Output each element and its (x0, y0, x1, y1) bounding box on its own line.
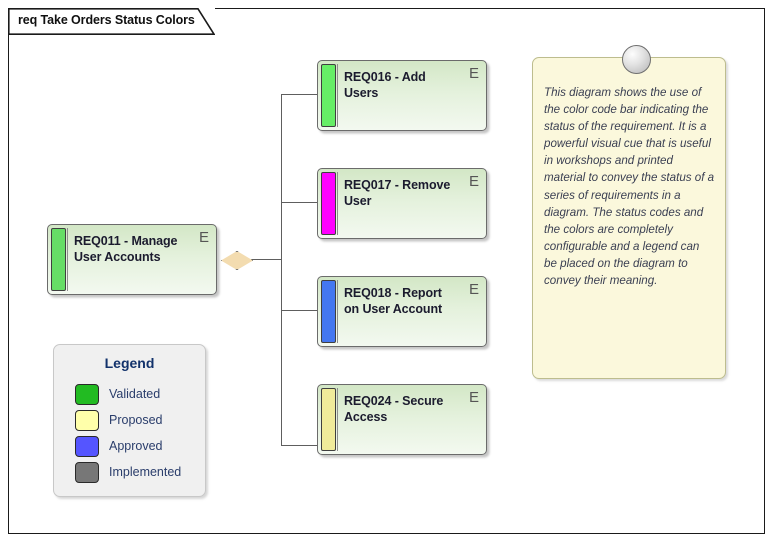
legend-item-implemented: Implemented (75, 459, 181, 485)
requirement-box-req011[interactable]: REQ011 - Manage User Accounts E (47, 224, 217, 295)
aggregation-diamond (221, 251, 253, 270)
legend-items: Validated Proposed Approved Implemented (75, 381, 181, 485)
legend-title: Legend (104, 355, 155, 371)
legend-label-implemented: Implemented (109, 465, 182, 479)
connector-branch-req017 (281, 202, 317, 204)
requirement-box-req017[interactable]: REQ017 - Remove User E (317, 168, 487, 239)
legend-label-proposed: Proposed (109, 413, 163, 427)
element-type-tag-req024: E (468, 389, 479, 406)
requirement-title-req024: REQ024 - Secure Access (344, 394, 444, 424)
connector-branch-req018 (281, 310, 317, 312)
legend-swatch-approved (75, 435, 99, 457)
legend-item-approved: Approved (75, 433, 181, 459)
box-divider (67, 228, 68, 291)
requirement-title-req016: REQ016 - Add Users (344, 70, 426, 100)
connector-branch-req024 (281, 445, 317, 447)
title-tab-shape (8, 8, 215, 35)
connector-trunk (281, 94, 283, 446)
box-divider (337, 172, 338, 235)
element-type-tag-req016: E (468, 65, 479, 82)
legend-item-validated: Validated (75, 381, 181, 407)
element-type-tag-req018: E (468, 281, 479, 298)
requirement-title-req011: REQ011 - Manage User Accounts (74, 234, 178, 264)
legend-item-proposed: Proposed (75, 407, 181, 433)
diagram-title-tab[interactable]: req Take Orders Status Colors (8, 8, 215, 35)
legend-panel[interactable]: Legend Validated Proposed Approved Imple… (53, 344, 206, 497)
element-type-tag-req011: E (198, 229, 209, 246)
status-color-bar-req024 (321, 388, 336, 451)
status-color-bar-req018 (321, 280, 336, 343)
requirement-title-req018: REQ018 - Report on User Account (344, 286, 443, 316)
note-pin-icon (622, 45, 651, 74)
status-color-bar-req011 (51, 228, 66, 291)
requirement-box-req018[interactable]: REQ018 - Report on User Account E (317, 276, 487, 347)
note-text: This diagram shows the use of the color … (544, 86, 715, 288)
box-divider (337, 280, 338, 343)
diagram-title: req Take Orders Status Colors (18, 13, 195, 27)
legend-swatch-proposed (75, 409, 99, 431)
status-color-bar-req017 (321, 172, 336, 235)
status-color-bar-req016 (321, 64, 336, 127)
box-divider (337, 388, 338, 451)
element-type-tag-req017: E (468, 173, 479, 190)
box-divider (337, 64, 338, 127)
connector-root-stem (251, 259, 282, 261)
requirement-box-req024[interactable]: REQ024 - Secure Access E (317, 384, 487, 455)
connector-branch-req016 (281, 94, 317, 96)
legend-label-approved: Approved (109, 439, 163, 453)
note-element[interactable]: This diagram shows the use of the color … (532, 45, 726, 379)
requirement-box-req016[interactable]: REQ016 - Add Users E (317, 60, 487, 131)
legend-label-validated: Validated (109, 387, 161, 401)
requirement-title-req017: REQ017 - Remove User (344, 178, 451, 208)
legend-swatch-validated (75, 383, 99, 405)
legend-swatch-implemented (75, 461, 99, 483)
